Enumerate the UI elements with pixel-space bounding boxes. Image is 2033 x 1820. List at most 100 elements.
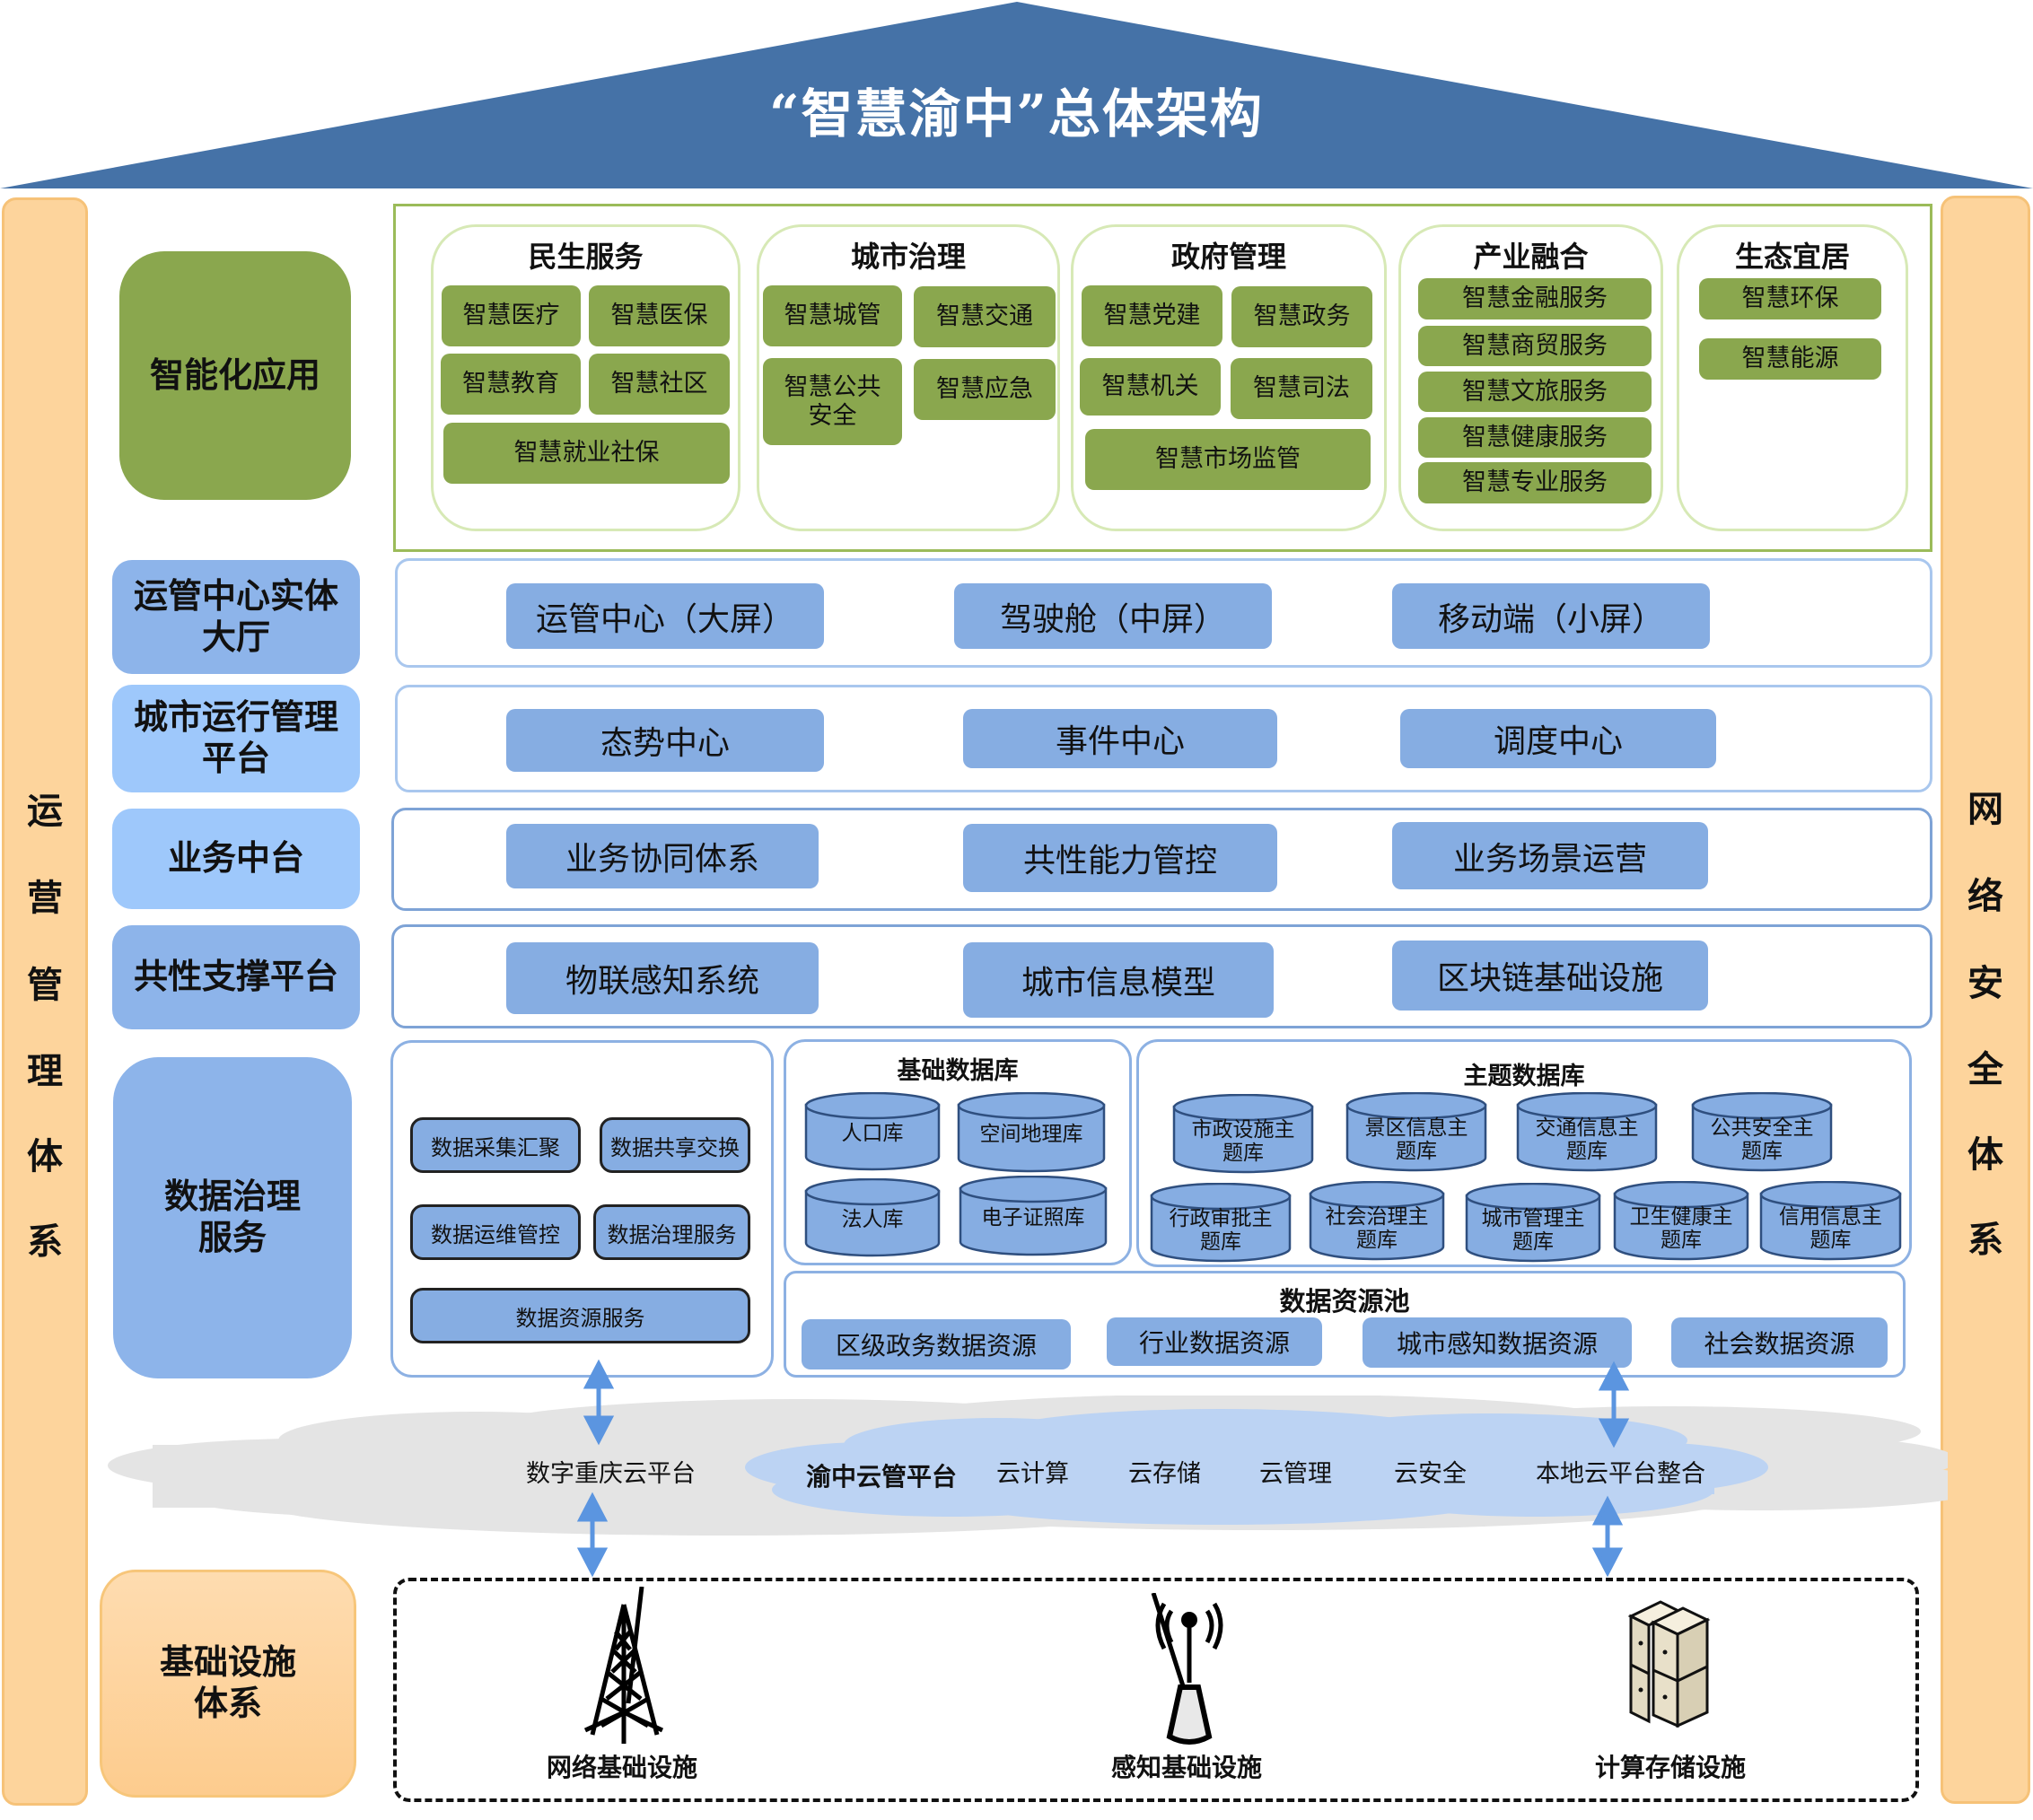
database-cylinder[interactable]: 人口库 <box>804 1092 941 1171</box>
business-middle-item[interactable]: 共性能力管控 <box>963 824 1277 892</box>
governance-item[interactable]: 数据治理服务 <box>593 1204 750 1260</box>
database-label-line: 题库 <box>1396 1140 1437 1164</box>
inner-cloud <box>745 1409 1768 1525</box>
label-line: 城市运行管理 <box>133 697 338 738</box>
side-right-char: 全 <box>1967 1049 2003 1090</box>
common-support-item[interactable]: 城市信息模型 <box>963 942 1274 1018</box>
database-label-line: 题库 <box>1222 1142 1264 1166</box>
database-icon <box>1613 1181 1749 1261</box>
database-cylinder[interactable]: 卫生健康主题库 <box>1613 1181 1749 1261</box>
app-chip[interactable]: 智慧交通 <box>914 286 1056 347</box>
pool-item[interactable]: 行业数据资源 <box>1107 1317 1322 1366</box>
database-label-line: 题库 <box>1356 1229 1398 1253</box>
database-icon <box>1516 1092 1658 1172</box>
business-middle-item[interactable]: 业务协同体系 <box>506 824 819 888</box>
app-group-government: 政府管理 <box>1071 224 1387 531</box>
app-chip[interactable]: 智慧能源 <box>1699 338 1881 380</box>
app-chip[interactable]: 智慧医保 <box>589 285 730 346</box>
app-chip[interactable]: 智慧商贸服务 <box>1418 326 1652 366</box>
ops-management-system-bar: 运 营 管 理 体 系 <box>2 197 88 1806</box>
database-label-line: 题库 <box>1200 1230 1241 1255</box>
side-left-char: 运 <box>27 791 63 832</box>
database-label-line: 卫生健康主 <box>1629 1204 1733 1229</box>
database-label: 空间地理库 <box>957 1123 1106 1146</box>
app-chip[interactable]: 智慧金融服务 <box>1418 278 1652 319</box>
governance-item[interactable]: 数据采集汇聚 <box>410 1117 581 1173</box>
common-support-item[interactable]: 区块链基础设施 <box>1392 941 1708 1011</box>
ops-hall-item[interactable]: 驾驶舱（中屏） <box>954 583 1272 649</box>
database-icon <box>1691 1092 1833 1172</box>
layer-label-common-support: 共性支撑平台 <box>112 925 360 1029</box>
database-label: 市政设施主题库 <box>1172 1118 1314 1166</box>
database-label: 人口库 <box>804 1122 941 1145</box>
database-cylinder[interactable]: 电子证照库 <box>959 1176 1108 1256</box>
pool-item[interactable]: 区级政务数据资源 <box>802 1319 1071 1369</box>
cloud-item: 云存储 <box>1128 1460 1201 1488</box>
database-label: 卫生健康主题库 <box>1613 1205 1749 1253</box>
ops-hall-item[interactable]: 运管中心（大屏） <box>506 583 824 649</box>
app-chip[interactable]: 智慧党建 <box>1082 285 1222 346</box>
topic-db-title: 主题数据库 <box>1463 1063 1585 1090</box>
database-label-line: 题库 <box>1512 1230 1554 1255</box>
common-support-item[interactable]: 物联感知系统 <box>506 942 819 1014</box>
app-chip[interactable]: 智慧政务 <box>1231 286 1372 347</box>
ops-hall-item[interactable]: 移动端（小屏） <box>1392 583 1710 649</box>
city-ops-item[interactable]: 态势中心 <box>506 709 824 772</box>
app-chip[interactable]: 智慧公共安全 <box>763 358 902 445</box>
app-chip[interactable]: 智慧应急 <box>914 359 1056 420</box>
database-cylinder[interactable]: 空间地理库 <box>957 1092 1106 1173</box>
database-cylinder[interactable]: 景区信息主题库 <box>1345 1092 1487 1172</box>
database-icon <box>804 1178 941 1257</box>
app-chip[interactable]: 智慧环保 <box>1699 278 1881 319</box>
pool-item[interactable]: 社会数据资源 <box>1671 1317 1888 1368</box>
business-middle-item[interactable]: 业务场景运营 <box>1392 822 1708 889</box>
infrastructure-frame <box>393 1578 1919 1802</box>
app-group-title: 生态宜居 <box>1734 240 1850 274</box>
side-right-char: 安 <box>1967 963 2003 1004</box>
governance-item[interactable]: 数据共享交换 <box>600 1117 750 1173</box>
database-label-line: 行政审批主 <box>1169 1206 1273 1230</box>
app-chip[interactable]: 智慧机关 <box>1080 358 1221 416</box>
database-label-line: 法人库 <box>841 1208 904 1232</box>
app-chip[interactable]: 智慧城管 <box>763 285 902 346</box>
side-left-char: 系 <box>27 1221 63 1263</box>
database-cylinder[interactable]: 信用信息主题库 <box>1759 1181 1902 1261</box>
data-pool-title: 数据资源池 <box>1279 1286 1410 1317</box>
database-cylinder[interactable]: 交通信息主题库 <box>1516 1092 1658 1172</box>
database-cylinder[interactable]: 城市管理主题库 <box>1465 1183 1601 1263</box>
database-label: 法人库 <box>804 1208 941 1231</box>
pool-item[interactable]: 城市感知数据资源 <box>1363 1317 1632 1368</box>
app-chip[interactable]: 智慧市场监管 <box>1085 429 1371 490</box>
database-cylinder[interactable]: 市政设施主题库 <box>1172 1094 1314 1174</box>
database-cylinder[interactable]: 公共安全主题库 <box>1691 1092 1833 1172</box>
side-left-char: 营 <box>27 878 63 919</box>
server-icon <box>1627 1600 1711 1728</box>
app-group-industry: 产业融合 <box>1398 224 1663 531</box>
database-label-line: 题库 <box>1741 1140 1783 1164</box>
layer-label-infrastructure: 基础设施 体系 <box>100 1570 356 1798</box>
label-line: 服务 <box>197 1218 267 1257</box>
city-ops-item[interactable]: 事件中心 <box>963 709 1277 768</box>
database-label-line: 信用信息主 <box>1779 1204 1882 1229</box>
governance-item[interactable]: 数据运维管控 <box>410 1204 581 1260</box>
sensor-antenna-icon <box>1151 1593 1223 1745</box>
database-label-line: 公共安全主 <box>1710 1116 1814 1140</box>
database-cylinder[interactable]: 社会治理主题库 <box>1309 1181 1445 1261</box>
app-chip[interactable]: 智慧就业社保 <box>443 423 730 484</box>
database-label-line: 城市管理主 <box>1481 1206 1585 1230</box>
city-ops-item[interactable]: 调度中心 <box>1400 709 1716 768</box>
database-icon <box>1465 1183 1601 1263</box>
app-chip[interactable]: 智慧教育 <box>441 354 581 415</box>
app-chip[interactable]: 智慧司法 <box>1231 358 1372 419</box>
app-chip[interactable]: 智慧文旅服务 <box>1418 372 1652 412</box>
page-title: “智慧渝中”总体架构 <box>769 83 1264 144</box>
app-group-title: 民生服务 <box>528 240 644 274</box>
governance-item[interactable]: 数据资源服务 <box>410 1288 750 1343</box>
app-chip[interactable]: 智慧健康服务 <box>1418 417 1652 458</box>
database-cylinder[interactable]: 法人库 <box>804 1178 941 1257</box>
database-label-line: 交通信息主 <box>1535 1116 1639 1140</box>
app-chip[interactable]: 智慧专业服务 <box>1418 462 1652 503</box>
database-cylinder[interactable]: 行政审批主题库 <box>1150 1183 1292 1263</box>
app-chip[interactable]: 智慧医疗 <box>442 285 581 346</box>
app-chip[interactable]: 智慧社区 <box>589 354 730 415</box>
